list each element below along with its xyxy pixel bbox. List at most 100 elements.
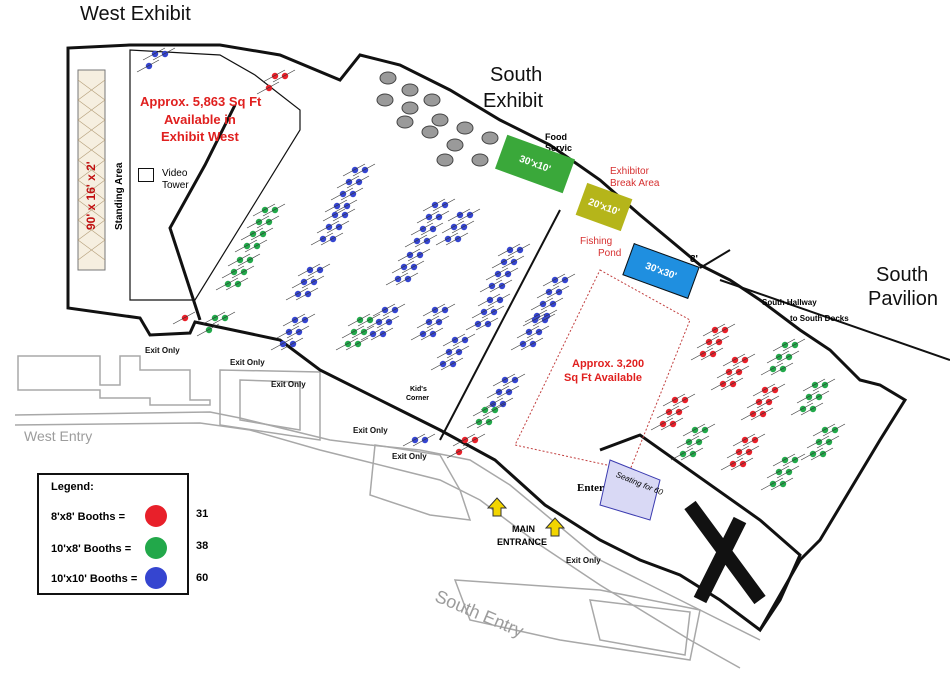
booth-divider — [246, 215, 270, 229]
booth-dot — [480, 308, 488, 316]
booth-divider — [446, 345, 470, 359]
booth-dot — [304, 290, 312, 298]
booth-dot — [749, 410, 757, 418]
booth-divider — [416, 315, 440, 329]
booth-divider — [285, 287, 309, 301]
booth-divider — [706, 335, 730, 349]
booth-divider — [760, 362, 784, 376]
booth-dot — [360, 328, 368, 336]
booth-divider — [510, 337, 534, 351]
legend: Legend: 8'x8' Booths = 10'x8' Booths = 1… — [37, 473, 189, 595]
booth-divider — [452, 433, 476, 447]
exit-only-label-2: Exit Only — [230, 358, 265, 367]
booth-divider — [530, 297, 554, 311]
booth-divider — [489, 279, 513, 293]
booth-dot — [265, 218, 273, 226]
booth-divider — [782, 338, 806, 352]
exit-only-label-3: Exit Only — [271, 380, 306, 389]
booth-divider — [532, 313, 556, 327]
booth-dot — [490, 308, 498, 316]
booth-dot — [759, 410, 767, 418]
booth-dot — [484, 320, 492, 328]
booth-divider — [291, 275, 315, 289]
enter-label: Enter — [577, 482, 604, 494]
south-available-line2: Sq Ft Available — [564, 372, 643, 384]
booth-divider — [650, 417, 674, 431]
booth-divider — [481, 305, 505, 319]
booth-divider — [221, 265, 245, 279]
booth-dot — [461, 336, 469, 344]
booth-divider — [497, 243, 521, 257]
booth-divider — [345, 337, 369, 351]
booth-dot — [516, 246, 524, 254]
booth-dot — [289, 340, 297, 348]
booth-dot — [236, 256, 244, 264]
booth-dot — [505, 388, 513, 396]
booth-divider — [280, 337, 304, 351]
booth-dot — [809, 405, 817, 413]
booth-divider — [672, 393, 696, 407]
booth-divider — [332, 208, 356, 222]
booth-dot — [486, 296, 494, 304]
video-tower-line1: Video — [162, 168, 188, 179]
booth-divider — [772, 453, 796, 467]
booth-dot — [151, 50, 159, 58]
stage-hatch — [77, 79, 106, 261]
legend-title: Legend: — [51, 481, 94, 493]
dining-table — [431, 113, 449, 127]
booth-divider — [516, 325, 540, 339]
booth-dot — [450, 223, 458, 231]
booth-divider — [502, 373, 526, 387]
booth-dot — [331, 211, 339, 219]
booth-dot — [294, 290, 302, 298]
booth-dot — [281, 72, 289, 80]
booth-dot — [498, 282, 506, 290]
booth-dot — [425, 318, 433, 326]
booth-divider — [766, 465, 790, 479]
booth-dot — [488, 282, 496, 290]
booth-divider — [420, 222, 444, 236]
booth-dot — [545, 288, 553, 296]
booth-dot — [500, 258, 508, 266]
booth-dot — [671, 396, 679, 404]
booth-dot — [391, 306, 399, 314]
main-entrance-line1: MAIN — [512, 524, 535, 534]
dining-table — [401, 83, 419, 97]
booth-dot — [721, 326, 729, 334]
booth-divider — [472, 403, 496, 417]
booth-dot — [665, 408, 673, 416]
booth-dot — [761, 386, 769, 394]
booth-dot — [343, 202, 351, 210]
booth-divider — [352, 163, 376, 177]
booth-divider — [800, 447, 824, 461]
booth-dot — [325, 223, 333, 231]
booth-divider — [686, 435, 710, 449]
booth-dot — [821, 381, 829, 389]
booth-dot — [211, 314, 219, 322]
booth-divider — [420, 327, 444, 341]
booth-divider — [712, 323, 736, 337]
booth-dot — [454, 235, 462, 243]
booth-divider — [476, 415, 500, 429]
booth-dot — [519, 340, 527, 348]
booth-divider — [457, 208, 481, 222]
booth-dot — [319, 235, 327, 243]
booth-dot — [145, 62, 153, 70]
exit-only-label-1: Exit Only — [145, 346, 180, 355]
booth-dot — [394, 275, 402, 283]
booth-divider — [495, 267, 519, 281]
booth-dot — [435, 318, 443, 326]
booth-dot — [411, 436, 419, 444]
booth-dot — [259, 230, 267, 238]
booth-dot — [791, 341, 799, 349]
booth-divider — [136, 59, 160, 73]
booth-dot — [815, 438, 823, 446]
booth-dot — [375, 318, 383, 326]
legend-label-8x8: 8'x8' Booths = — [51, 511, 126, 523]
booth-dot — [431, 201, 439, 209]
booth-dot — [429, 330, 437, 338]
booth-divider — [335, 337, 359, 351]
fishing-pond-line2: Pond — [598, 248, 622, 259]
booth-dot — [413, 237, 421, 245]
